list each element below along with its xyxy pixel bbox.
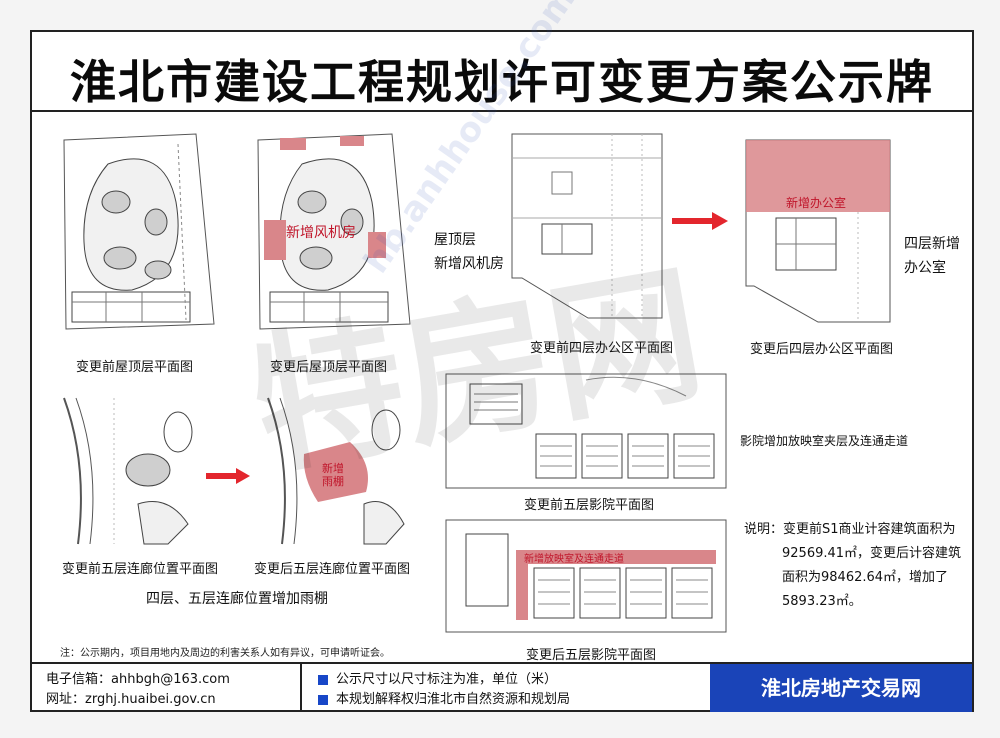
corridor-after-highlight-line-2: 雨棚: [322, 475, 344, 488]
corridor-after-caption: 变更后五层连廊位置平面图: [254, 562, 411, 577]
fourth-change-arrow: [672, 212, 728, 230]
roof-before-plan: [63, 133, 215, 330]
notice-1: 公示尺寸以尺寸标注为准，单位（米）: [336, 672, 558, 687]
fourth-before-caption: 变更前四层办公区平面图: [530, 341, 674, 356]
roof-after-plan: [257, 133, 411, 330]
fourth-side-note-line-1: 四层新增: [904, 236, 960, 252]
bullet-icon: [318, 694, 328, 705]
explanation-line-4: 5893.23㎡。: [782, 594, 862, 609]
cinema-after-plan: [445, 519, 727, 633]
page-title: 淮北市建设工程规划许可变更方案公示牌: [70, 55, 934, 109]
objection-notice: 注：公示期内，项目用地内及周边的利害关系人如有异议，可申请听证会。: [60, 648, 390, 659]
email-text: 电子信箱：ahhbgh@163.com: [46, 672, 230, 687]
corridor-before-caption: 变更前五层连廊位置平面图: [62, 562, 219, 577]
explanation-line-3: 面积为98462.64㎡，增加了: [782, 570, 949, 585]
contact-info: 电子信箱：ahhbgh@163.com 网址：zrghj.huaibei.gov…: [46, 670, 230, 710]
brand-banner: 淮北房地产交易网: [710, 664, 972, 712]
fourth-before-plan: [511, 133, 663, 319]
bullet-icon: [318, 674, 328, 685]
footer-notices: 公示尺寸以尺寸标注为准，单位（米） 本规划解释权归淮北市自然资源和规划局: [318, 670, 570, 710]
cinema-after-highlight: 新增放映室及连通走道: [524, 554, 624, 565]
cinema-before-plan: [445, 373, 727, 489]
cinema-after-caption: 变更后五层影院平面图: [526, 648, 657, 663]
roof-after-caption: 变更后屋顶层平面图: [270, 360, 388, 375]
fourth-after-plan: [745, 139, 891, 323]
cinema-before-caption: 变更前五层影院平面图: [524, 498, 655, 513]
notice-board: 淮北市建设工程规划许可变更方案公示牌 变更前屋顶层平面图 新增风机房 变更后屋顶…: [30, 30, 974, 712]
roof-before-caption: 变更前屋顶层平面图: [76, 360, 194, 375]
fourth-side-note: 四层新增 办公室: [904, 232, 960, 280]
corridor-note: 四层、五层连廊位置增加雨棚: [146, 591, 328, 607]
roof-after-highlight: 新增风机房: [286, 225, 356, 241]
roof-side-note-line-2: 新增风机房: [434, 256, 504, 272]
corridor-after-plan: [267, 397, 405, 545]
corridor-change-arrow: [206, 468, 250, 484]
fourth-side-note-line-2: 办公室: [904, 260, 946, 276]
fourth-after-highlight: 新增办公室: [786, 196, 847, 210]
explanation-text: 说明：变更前S1商业计容建筑面积为 92569.41㎡，变更后计容建筑 面积为9…: [744, 518, 961, 614]
website-text: 网址：zrghj.huaibei.gov.cn: [46, 692, 216, 707]
roof-side-note: 屋顶层 新增风机房: [434, 228, 504, 276]
explanation-line-2: 92569.41㎡，变更后计容建筑: [782, 546, 962, 561]
title-divider: [32, 110, 972, 112]
corridor-after-highlight: 新增 雨棚: [322, 462, 344, 488]
cinema-side-note: 影院增加放映室夹层及连通走道: [740, 434, 909, 448]
footer-divider: [300, 664, 302, 712]
fourth-after-caption: 变更后四层办公区平面图: [750, 342, 894, 357]
footer: 电子信箱：ahhbgh@163.com 网址：zrghj.huaibei.gov…: [32, 662, 972, 712]
roof-side-note-line-1: 屋顶层: [434, 232, 476, 248]
corridor-before-plan: [63, 397, 193, 545]
corridor-after-highlight-line-1: 新增: [322, 462, 344, 475]
explanation-line-1: 说明：变更前S1商业计容建筑面积为: [744, 522, 956, 537]
notice-2: 本规划解释权归淮北市自然资源和规划局: [336, 692, 571, 707]
